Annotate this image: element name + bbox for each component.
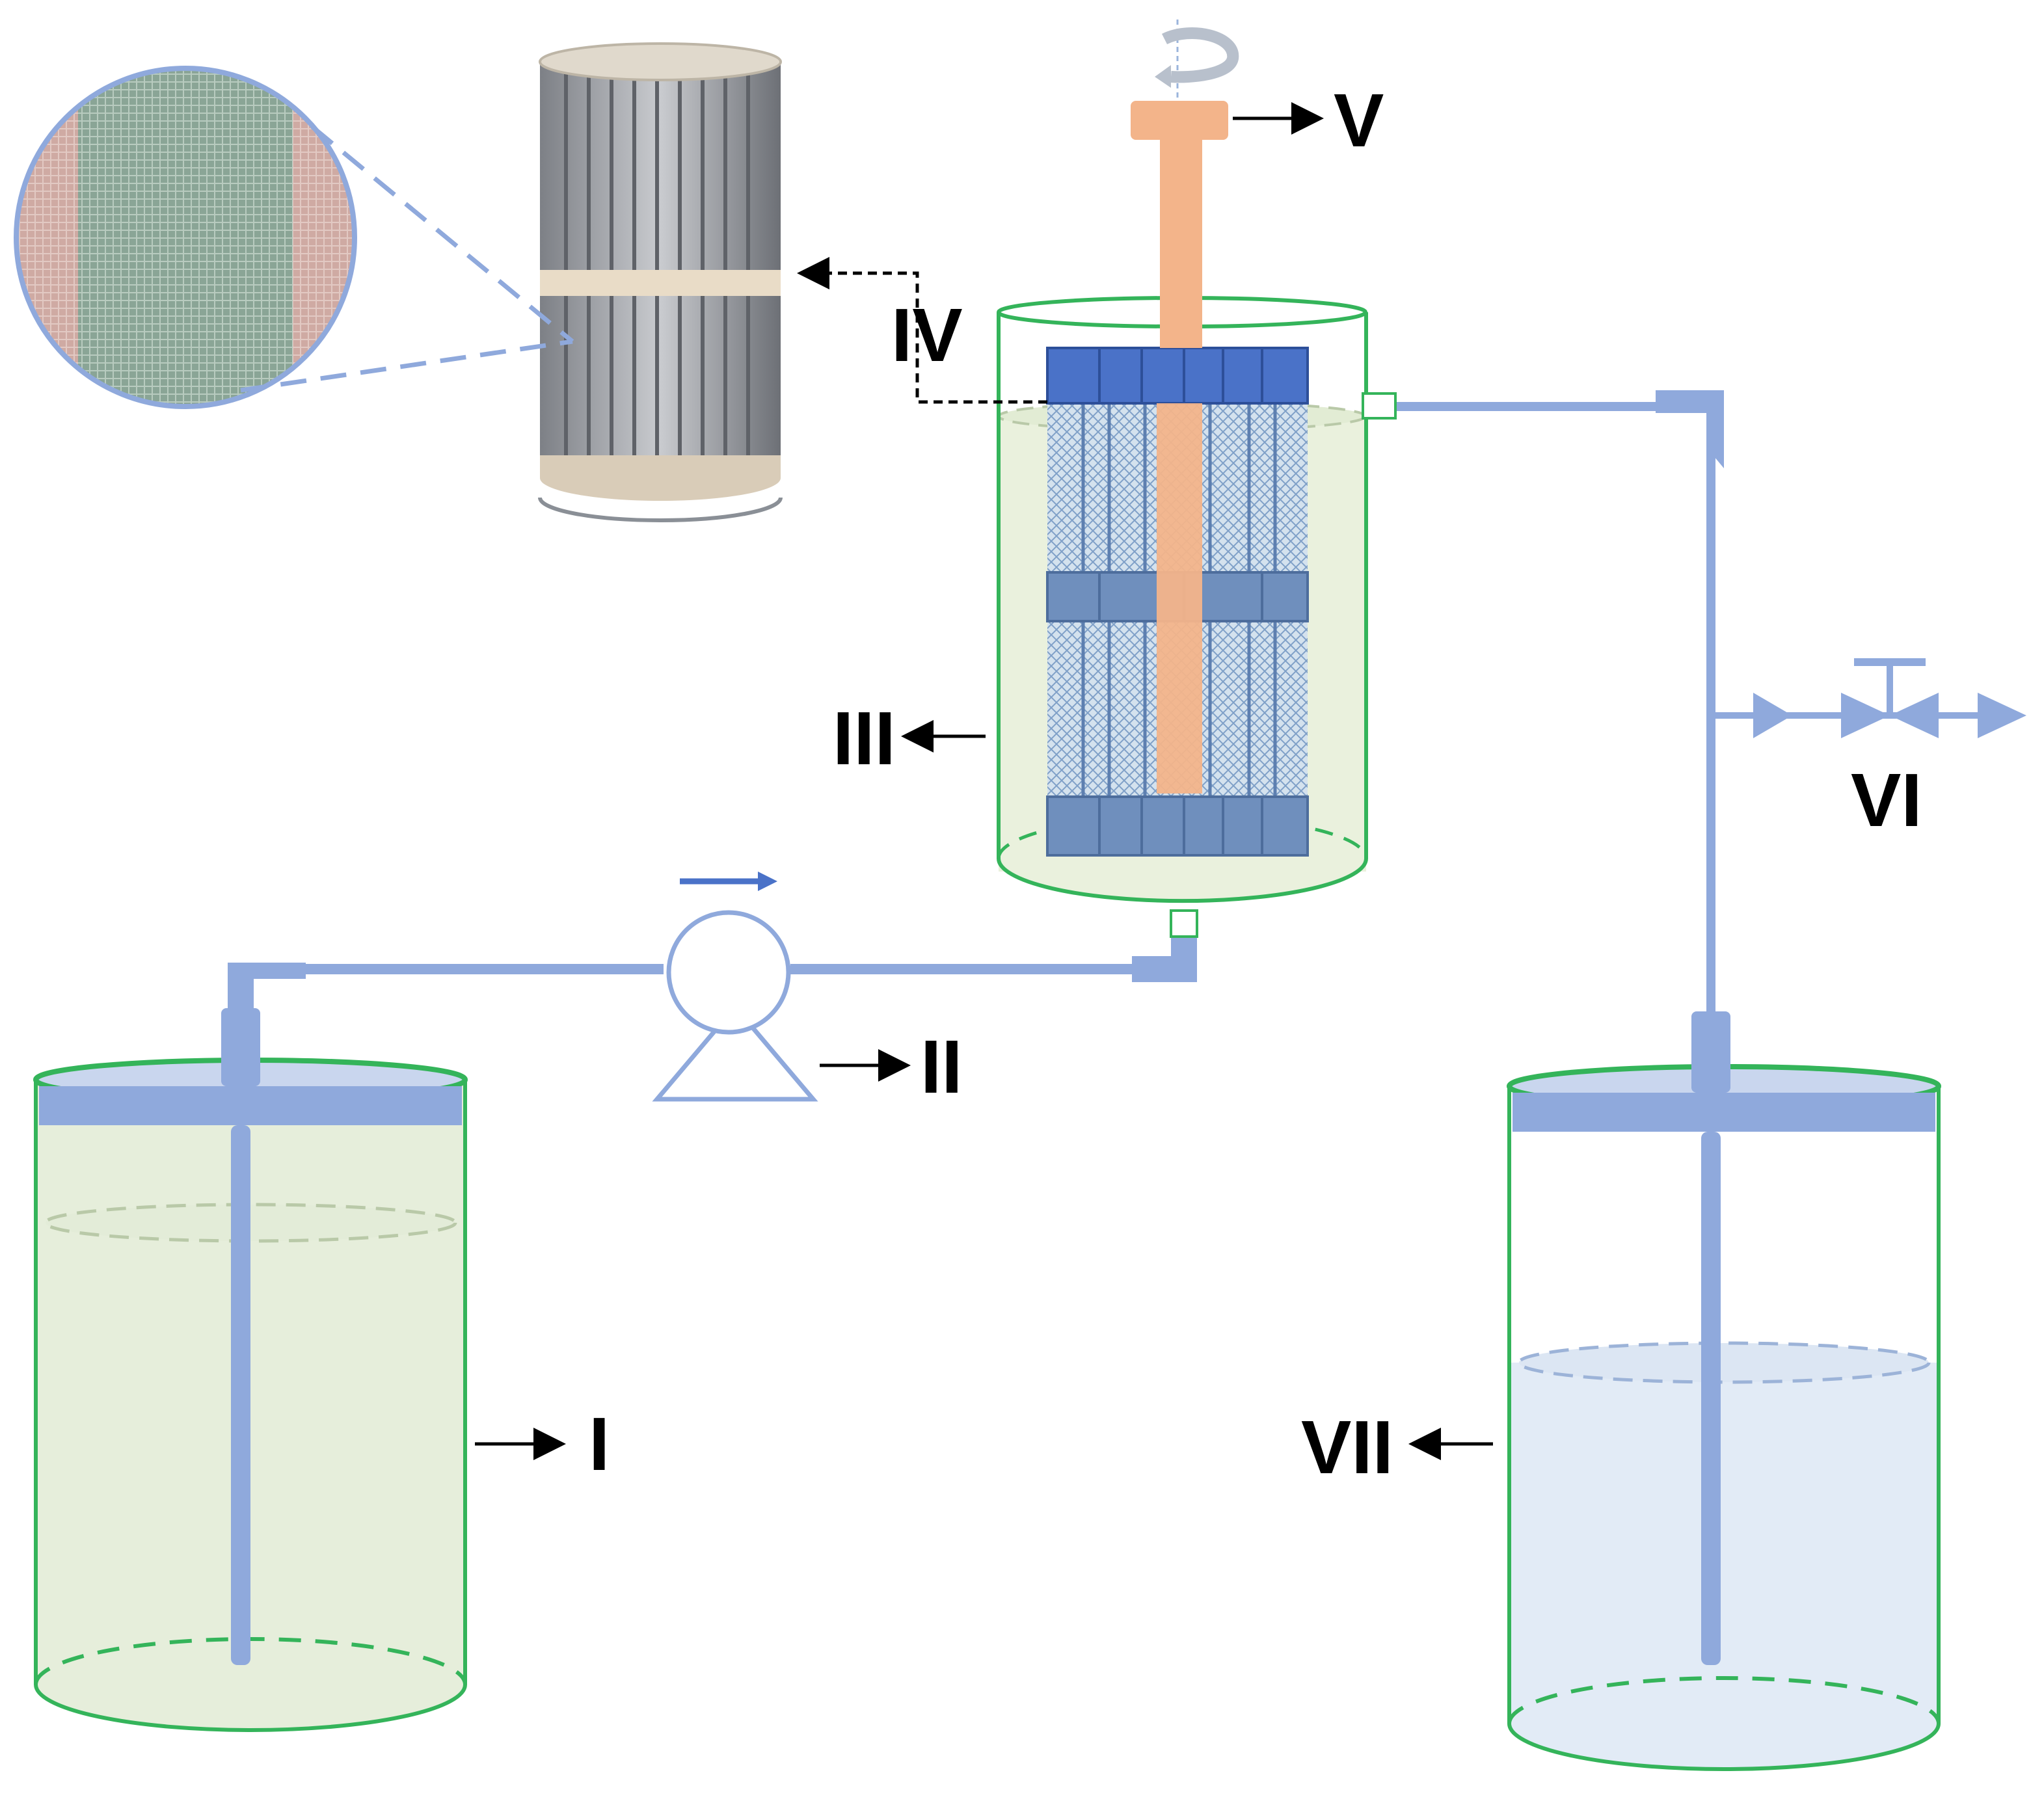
callout-arrows xyxy=(475,102,1493,1460)
outlet-elbow xyxy=(1656,390,1724,468)
filter-cartridge-photo xyxy=(538,42,783,522)
label-ii: II xyxy=(921,1024,962,1109)
feed-dip-tube xyxy=(231,1125,250,1665)
reactor-outlet-nozzle xyxy=(1362,392,1397,420)
motor-shaft xyxy=(1131,101,1228,794)
filter-middle-band xyxy=(540,270,781,296)
feed-pipe xyxy=(235,964,664,1041)
valve-icon xyxy=(1753,658,2026,738)
collection-dip-tube xyxy=(1701,1132,1721,1665)
reactor-inlet-pipe xyxy=(790,920,1183,974)
label-v: V xyxy=(1334,78,1384,163)
flow-direction-arrow-icon xyxy=(680,872,777,891)
membrane-bottom-ring xyxy=(1046,795,1309,857)
label-iii: III xyxy=(833,696,896,780)
pump-icon xyxy=(652,910,818,1102)
rotation-arrow-icon xyxy=(1155,20,1239,101)
feed-tank xyxy=(33,1008,468,1732)
arrow-to-filter-photo xyxy=(797,257,1047,404)
reactor-inlet-nozzle xyxy=(1170,909,1198,938)
membrane-top-cap xyxy=(1046,347,1309,405)
membrane-zoom-inset xyxy=(14,66,574,409)
collection-tank-lid xyxy=(1513,1093,1935,1132)
collection-tank xyxy=(1507,1011,1941,1771)
label-vii: VII xyxy=(1301,1405,1393,1489)
label-iv: IV xyxy=(891,293,963,377)
label-i: I xyxy=(589,1402,610,1486)
label-vi: VI xyxy=(1851,758,1922,842)
feed-tank-lid xyxy=(39,1086,462,1125)
feed-elbow xyxy=(228,963,306,1008)
